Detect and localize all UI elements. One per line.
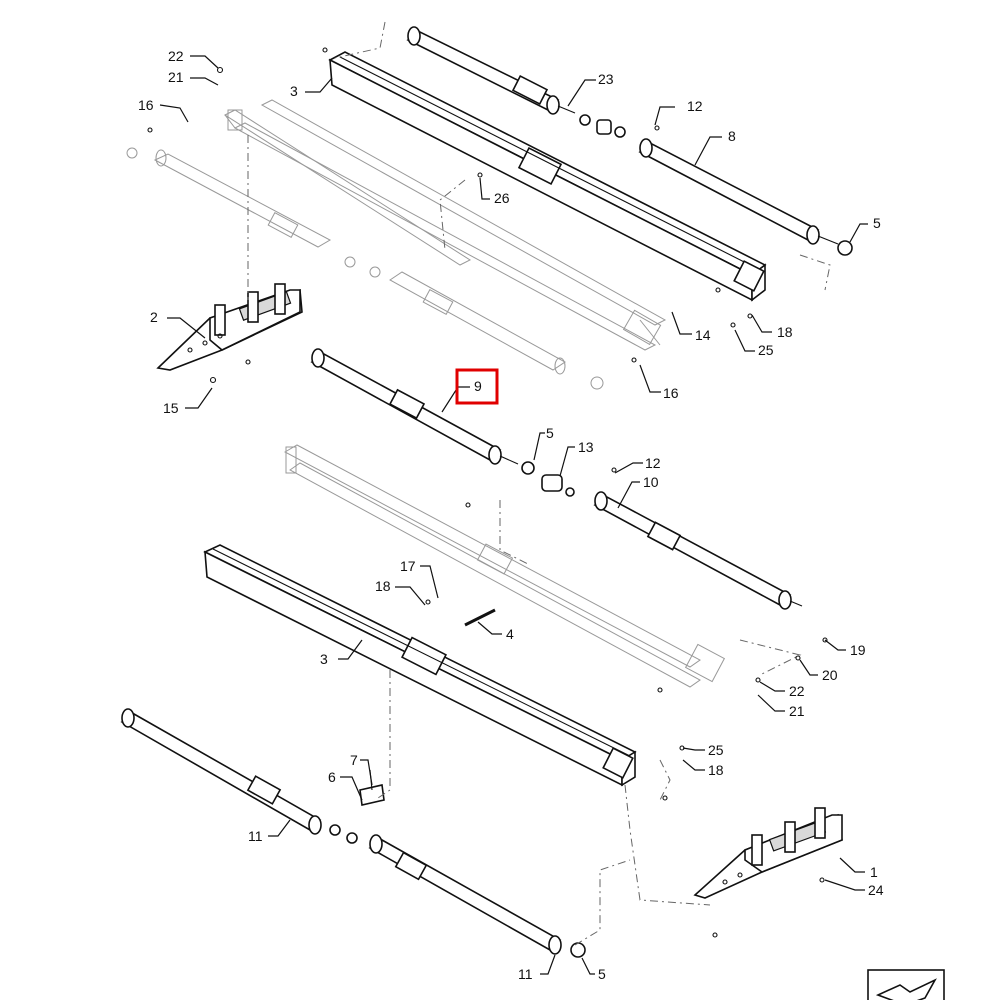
bracket-7 <box>359 769 385 806</box>
phantom-frame-upper <box>223 99 667 351</box>
frame-tube-lower <box>203 544 637 787</box>
roller-9 <box>310 348 535 475</box>
callout-2[interactable]: 2 <box>150 309 158 325</box>
callout-10[interactable]: 10 <box>643 474 659 490</box>
callout-13[interactable]: 13 <box>578 439 594 455</box>
callout-16-middle[interactable]: 16 <box>663 385 679 401</box>
callout-12-upper[interactable]: 12 <box>687 98 703 114</box>
callout-25-upper[interactable]: 25 <box>758 342 774 358</box>
leader-lines <box>159 55 868 975</box>
roller-10 <box>593 491 803 610</box>
callout-5-lower[interactable]: 5 <box>598 966 606 982</box>
roller-8 <box>638 138 853 256</box>
callout-4[interactable]: 4 <box>506 626 514 642</box>
callout-19[interactable]: 19 <box>850 642 866 658</box>
callout-5-upper[interactable]: 5 <box>873 215 881 231</box>
callout-18-lower[interactable]: 18 <box>708 762 724 778</box>
bearing-13 <box>541 474 575 497</box>
fasteners <box>147 47 828 938</box>
phantom-frame-middle <box>283 444 726 688</box>
callout-9[interactable]: 9 <box>474 378 482 394</box>
view-arrow-icon[interactable] <box>867 969 945 1000</box>
callout-11-left[interactable]: 11 <box>248 828 263 844</box>
callout-26[interactable]: 26 <box>494 190 510 206</box>
callout-21-lower[interactable]: 21 <box>789 703 805 719</box>
bearing-stack-upper <box>579 114 626 138</box>
callout-18-upper[interactable]: 18 <box>777 324 793 340</box>
frame-tube-upper <box>328 51 767 302</box>
callout-22-lower[interactable]: 22 <box>789 683 805 699</box>
callout-16-upper[interactable]: 16 <box>138 97 154 113</box>
callout-20[interactable]: 20 <box>822 667 838 683</box>
roller-11-left <box>120 708 358 844</box>
callout-23[interactable]: 23 <box>598 71 614 87</box>
callout-15[interactable]: 15 <box>163 400 179 416</box>
bracket-1 <box>693 807 843 899</box>
callout-1[interactable]: 1 <box>870 864 878 880</box>
callout-17[interactable]: 17 <box>400 558 416 574</box>
callout-3-upper[interactable]: 3 <box>290 83 298 99</box>
callout-11-lower[interactable]: 11 <box>518 966 533 982</box>
callout-14[interactable]: 14 <box>695 327 711 343</box>
roller-upper-23 <box>406 26 576 115</box>
callout-8[interactable]: 8 <box>728 128 736 144</box>
highlight-box-callout-9 <box>455 368 499 405</box>
roller-11-right <box>368 834 586 958</box>
callout-7[interactable]: 7 <box>350 752 358 768</box>
callout-25-lower[interactable]: 25 <box>708 742 724 758</box>
callout-3-lower[interactable]: 3 <box>320 651 328 667</box>
phantom-roller-upper-right <box>389 271 604 390</box>
pin-4 <box>464 608 496 627</box>
phantom-roller-upper-left <box>126 147 381 278</box>
callout-5-middle[interactable]: 5 <box>546 425 554 441</box>
callout-18-middle[interactable]: 18 <box>375 578 391 594</box>
callout-21-upper[interactable]: 21 <box>168 69 184 85</box>
bracket-2 <box>156 283 303 371</box>
assembly-lines <box>247 21 831 946</box>
callout-6[interactable]: 6 <box>328 769 336 785</box>
callout-12-middle[interactable]: 12 <box>645 455 661 471</box>
callout-24[interactable]: 24 <box>868 882 884 898</box>
callout-22-upper[interactable]: 22 <box>168 48 184 64</box>
callout-labels: 22 21 16 3 23 12 8 26 5 2 14 18 25 15 16… <box>138 48 884 982</box>
